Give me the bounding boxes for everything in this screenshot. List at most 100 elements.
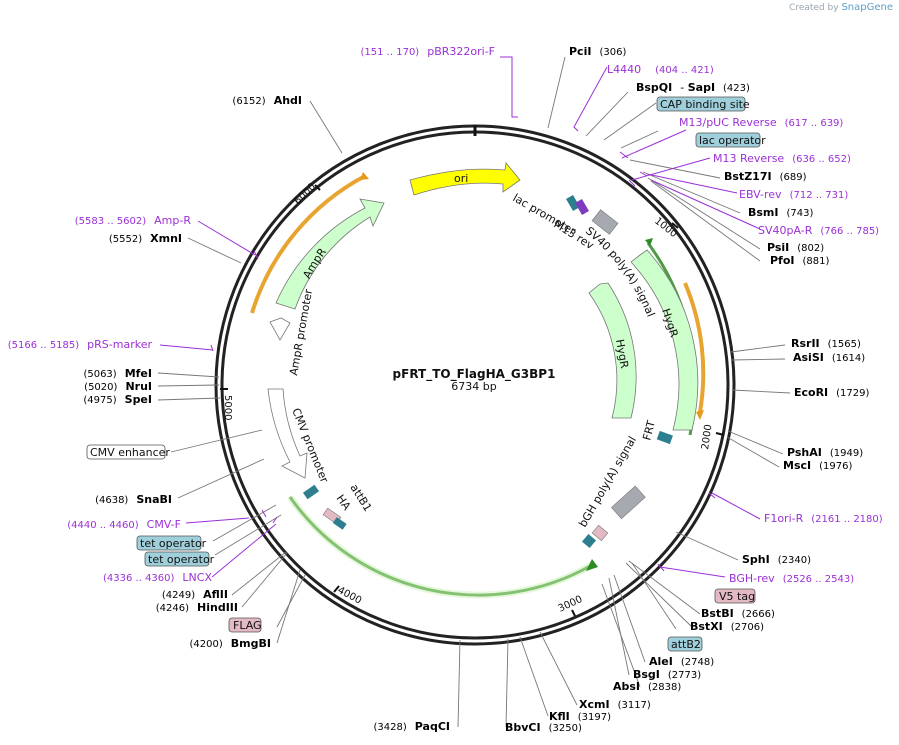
enzyme-name: BstZ17I: [724, 170, 772, 183]
svg-text:(4336 .. 4360)LNCX: (4336 .. 4360)LNCX: [103, 571, 212, 584]
primer-range: (4440 .. 4460): [67, 520, 139, 531]
primer-name: L4440: [607, 63, 641, 76]
v5-mark: [591, 524, 609, 542]
primer-name: CMV-F: [147, 518, 181, 531]
tet-operator-label-2: tet operator: [148, 553, 215, 566]
svg-text:BstZ17I(689): BstZ17I(689): [724, 170, 807, 183]
enzyme-labels: PciI(306) BspQI- SapI(423) BstZ17I(689) …: [505, 45, 870, 734]
primer-name: F1ori-R: [764, 512, 804, 525]
svg-text:AsiSI(1614): AsiSI(1614): [793, 351, 865, 364]
primer-labels: (151 .. 170)pBR322ori-F L4440(404 .. 421…: [8, 45, 883, 585]
svg-text:(5166 .. 5185)pRS-marker: (5166 .. 5185) pRS-marker: [8, 338, 153, 351]
primer-range: (5166 .. 5185): [8, 340, 80, 351]
svg-text:BGH-rev(2526 .. 2543): BGH-rev(2526 .. 2543): [729, 572, 854, 585]
ampr-feature: [275, 198, 385, 310]
enzyme-pos: (2773): [668, 670, 701, 681]
enzyme-name: SpeI: [125, 393, 152, 406]
enzyme-pos: (4638): [95, 495, 128, 506]
enzyme-name: BstBI: [701, 607, 734, 620]
enzyme-pos: (5063): [83, 369, 116, 380]
enzyme-name: BstXI: [690, 620, 723, 633]
flag-label: FLAG: [233, 619, 262, 632]
enzyme-pos: (802): [797, 243, 824, 254]
enzyme-name: XmnI: [150, 232, 182, 245]
svg-text:SphI(2340): SphI(2340): [742, 553, 811, 566]
svg-text:SV40pA-R(766 .. 785): SV40pA-R(766 .. 785): [758, 224, 879, 237]
enzyme-pos: (1976): [819, 461, 852, 472]
attB2-mark: [581, 533, 597, 549]
enzyme-name: NruI: [125, 380, 152, 393]
lac-operator-label: lac operator: [699, 134, 766, 147]
cap-binding-site-box: [656, 96, 746, 112]
cmv-enhancer-box: [86, 444, 166, 460]
enzyme-name: EcoRI: [794, 386, 828, 399]
enzyme-name: PciI: [569, 45, 591, 58]
enzyme-pos: (881): [803, 256, 830, 267]
enzyme-pos: (2666): [742, 609, 775, 620]
ampr-promoter-feature: [269, 317, 291, 341]
primer-range: (4336 .. 4360): [103, 573, 175, 584]
svg-text:(4638)SnaBI: (4638)SnaBI: [95, 493, 172, 506]
svg-text:PsiI(802): PsiI(802): [767, 241, 824, 254]
tet-operator-label-1: tet operator: [140, 537, 207, 550]
enzyme-labels-left: (3428)PaqCI (4200)BmgBI (4246)HindIII (4…: [83, 94, 450, 733]
enzyme-name: PshAI: [787, 446, 822, 459]
svg-text:(4200)BmgBI: (4200)BmgBI: [190, 637, 271, 650]
enzyme-name: AsiSI: [793, 351, 824, 364]
enzyme-pos: (4246): [156, 603, 189, 614]
primer-range: (404 .. 421): [655, 65, 714, 76]
hygr-inner-label: HygR: [613, 338, 631, 370]
enzyme-name: AflII: [203, 588, 228, 601]
primer-name: M13 Reverse: [713, 152, 784, 165]
lac-promoter-mark: [566, 194, 580, 212]
enzyme-pos: (3250): [549, 723, 582, 734]
feature-boxes: CAP binding site lac operator V5 tag att…: [86, 96, 766, 652]
svg-text:PshAI(1949): PshAI(1949): [787, 446, 863, 459]
enzyme-leaders: [157, 56, 791, 728]
enzyme-extra: SapI: [688, 81, 715, 94]
tick-labels: 1000 2000 3000 4000 5000 6000: [222, 181, 715, 614]
svg-text:AleI(2748): AleI(2748): [649, 655, 714, 668]
svg-text:(5020)NruI: (5020) NruI: [84, 380, 152, 393]
enzyme-pos: (5020): [84, 382, 117, 393]
frt-mark: [656, 430, 673, 445]
svg-text:BbvCI(3250): BbvCI(3250): [505, 721, 582, 734]
enzyme-pos: (2706): [731, 622, 764, 633]
enzyme-pos: (306): [599, 47, 626, 58]
enzyme-pos: (1729): [836, 388, 869, 399]
enzyme-pos: (423): [723, 83, 750, 94]
hygr-inner-feature: [588, 282, 637, 419]
primer-range: (2161 .. 2180): [811, 514, 883, 525]
primer-name: M13/pUC Reverse: [679, 116, 777, 129]
svg-text:L4440(404 .. 421): L4440 (404 .. 421): [607, 63, 714, 76]
enzyme-name: KflI: [549, 710, 570, 723]
v5-tag-label: V5 tag: [719, 590, 755, 603]
attb2-label: attB2: [671, 638, 701, 651]
lac-operator-box: [695, 132, 761, 148]
enzyme-pos: (4975): [83, 395, 116, 406]
svg-text:KflI(3197): KflI(3197): [549, 710, 611, 723]
snapgene-logo: SnapGene: [841, 2, 893, 13]
flag-box: [228, 617, 262, 633]
enzyme-name: MfeI: [125, 367, 152, 380]
enzyme-pos: (3428): [374, 722, 407, 733]
primer-range: (636 .. 652): [792, 154, 851, 165]
primer-range: (151 .. 170): [361, 47, 420, 58]
enzyme-name: PaqCI: [415, 720, 450, 733]
svg-text:M13/pUC Reverse(617 .. 639): M13/pUC Reverse(617 .. 639): [679, 116, 843, 129]
svg-text:EcoRI(1729): EcoRI (1729): [794, 386, 870, 399]
svg-text:BstXI(2706): BstXI (2706): [690, 620, 764, 633]
enzyme-pos: (6152): [232, 96, 265, 107]
primer-name: pRS-marker: [87, 338, 152, 351]
enzyme-pos: (4249): [162, 590, 195, 601]
tick-label: 3000: [557, 594, 585, 615]
enzyme-pos: (3117): [618, 700, 651, 711]
svg-text:BsmI(743): BsmI(743): [748, 206, 813, 219]
credit-text: Created by: [789, 3, 839, 13]
cmv-promoter-feature: [267, 388, 308, 479]
tick-marks: [220, 184, 725, 617]
attb2-box: [667, 636, 703, 652]
tick-label: 6000: [292, 181, 318, 207]
enzyme-pos: (2340): [778, 555, 811, 566]
